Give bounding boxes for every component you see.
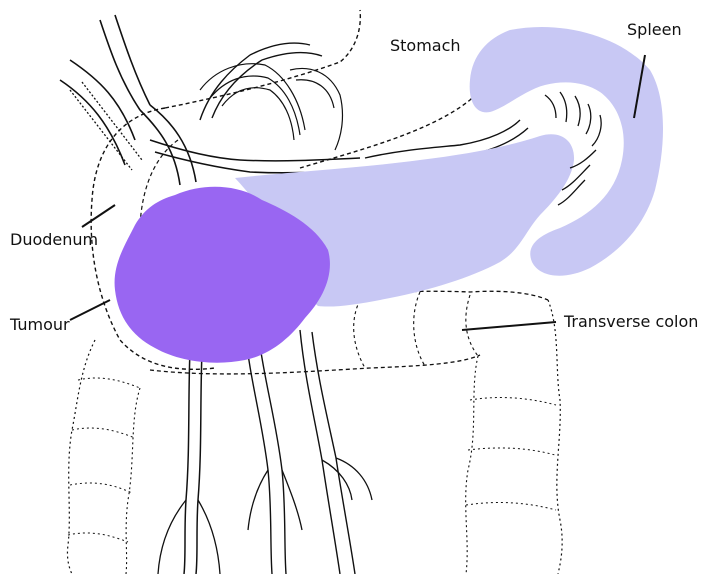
coeliac-vessels — [150, 140, 365, 173]
stomach-label: Stomach — [390, 38, 461, 54]
gastric-vessel-bundle — [200, 64, 342, 150]
descending-colon-outline — [548, 300, 562, 574]
descending-colon-folds — [466, 398, 556, 510]
ascending-colon-outline — [67, 340, 95, 574]
ascending-colon-inner — [126, 388, 140, 574]
hepatic-vessels — [60, 15, 196, 185]
tumour-leader-line — [70, 300, 110, 320]
duodenum-label: Duodenum — [10, 232, 98, 248]
mesenteric-branches — [245, 330, 355, 574]
spleen-label: Spleen — [627, 22, 682, 38]
transverse-colon-leader-line — [462, 322, 556, 330]
duodenum-leader-line — [82, 205, 115, 227]
stomach-outline — [165, 10, 360, 108]
left-gastric-vessels — [200, 43, 322, 120]
transverse-colon-haustra — [354, 292, 478, 368]
transverse-colon-label: Transverse colon — [564, 314, 698, 330]
ascending-colon-folds — [68, 378, 140, 542]
mesenteric-forks — [158, 458, 372, 574]
tumour-label: Tumour — [10, 317, 70, 333]
superior-mesenteric-vessels — [184, 350, 202, 574]
descending-colon-inner — [466, 356, 478, 574]
